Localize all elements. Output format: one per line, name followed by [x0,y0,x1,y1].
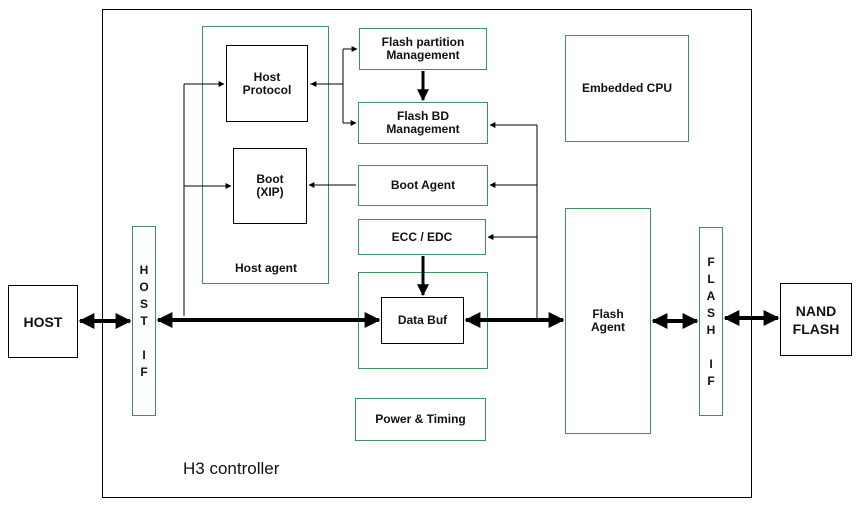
flash-if-letter: S [706,305,715,320]
flash-bd-label-line1: Flash BD [396,109,449,123]
flash-if-letter: A [706,288,716,303]
host-if-letter: O [139,279,149,294]
flash-agent-label-line2: Agent [591,320,625,334]
boot-xip-label-line2: (XIP) [256,185,284,199]
boot-xip-block: Boot (XIP) [233,148,307,224]
ecc-edc-block: ECC / EDC [358,219,486,255]
boot-xip-label-line1: Boot [256,172,284,186]
embedded-cpu-label: Embedded CPU [581,81,672,95]
flash-partition-management-block: Flash partition Management [359,28,487,70]
power-timing-label: Power & Timing [375,412,466,426]
host-protocol-label-line1: Host [253,69,281,84]
host-protocol-label-line2: Protocol [242,82,292,97]
controller-title: H3 controller [183,459,280,478]
ecc-edc-label: ECC / EDC [391,229,453,244]
flash-partition-label-line2: Management [386,48,460,62]
host-if-letter: H [139,262,149,277]
nand-flash-block: NAND FLASH [780,283,852,356]
boot-agent-block: Boot Agent [358,165,488,206]
power-timing-block: Power & Timing [355,398,486,441]
flash-bd-label-line2: Management [386,122,460,136]
flash-if-letter: F [707,254,715,269]
flash-partition-label-line1: Flash partition [381,35,465,49]
host-if-letter: I [142,347,146,362]
embedded-cpu-block: Embedded CPU [565,35,689,142]
host-if-letter: S [139,296,148,311]
flash-if-letter: H [706,322,716,337]
nand-flash-label-line1: NAND [795,302,837,319]
data-buf-block: Data Buf [381,297,464,344]
host-agent-label: Host agent [235,261,298,275]
host-if-letter: F [140,364,148,379]
host-protocol-block: Host Protocol [226,45,308,122]
nand-flash-label-line2: FLASH [792,320,840,337]
host-block: HOST [8,285,78,358]
data-buf-label: Data Buf [397,313,448,327]
boot-agent-label: Boot Agent [390,178,456,192]
host-if-letter: T [140,313,148,328]
flash-if-letter: F [707,373,715,388]
flash-agent-block: Flash Agent [565,208,651,434]
host-label: HOST [23,313,63,330]
flash-agent-label-line1: Flash [592,307,624,321]
flash-bd-management-block: Flash BD Management [358,102,488,144]
flash-if-letter: L [707,271,715,286]
flash-if-letter: I [709,356,713,371]
